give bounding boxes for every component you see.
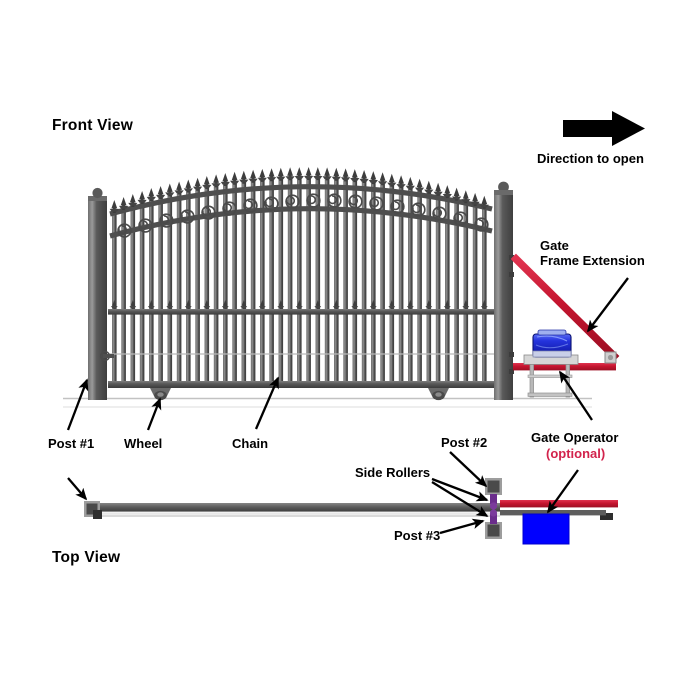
gate-mid-rail: [108, 309, 494, 315]
gate-frame-extension-label: Gate Frame Extension: [540, 238, 645, 269]
top-view-frame-extension: [500, 500, 618, 508]
post-1-top: [84, 501, 102, 519]
frame-extension-diagonal: [510, 253, 620, 362]
top-view-rail-endcap: [600, 513, 613, 520]
arrow-gate-operator-top: [547, 469, 579, 514]
top-view-gate-rail-edge: [96, 512, 500, 515]
post-1-front: [88, 187, 114, 400]
frame-extension-horizontal: [513, 363, 616, 371]
gate-arch-top-rail: [109, 184, 493, 217]
gate-frame-extension-line-1: Gate: [540, 238, 569, 253]
front-view-title: Front View: [52, 117, 133, 134]
side-roller-lower: [490, 514, 497, 524]
arrow-side-roller-2: [431, 481, 489, 517]
wheel-right: [428, 388, 449, 401]
front-view-group: [63, 167, 620, 408]
gate-operator-label: Gate Operator: [531, 430, 619, 445]
post-roller-cluster-top: [485, 478, 502, 539]
arrow-post3: [439, 518, 485, 535]
top-view-title: Top View: [52, 549, 121, 566]
gate-operator-optional-label: (optional): [546, 446, 606, 461]
wheel-label: Wheel: [124, 436, 163, 451]
side-roller-upper: [490, 494, 497, 504]
gate-bottom-rail: [108, 381, 494, 388]
arrow-wheel: [146, 397, 162, 431]
arrow-post1-top: [67, 477, 88, 501]
gate-wheels: [150, 388, 449, 401]
right-arrow-icon: [563, 111, 645, 146]
gate-pickets: [112, 178, 487, 388]
side-rollers-label: Side Rollers: [355, 465, 431, 480]
top-view-gate-rail: [96, 503, 500, 512]
wheel-left: [150, 388, 171, 401]
gate-leaf: [108, 167, 494, 388]
post-2-front: [494, 181, 514, 400]
arrow-post2: [449, 451, 488, 488]
callout-arrows: [66, 277, 629, 535]
arrow-chain: [254, 376, 280, 430]
post-2-label: Post #2: [441, 435, 488, 450]
post-1-label: Post #1: [48, 436, 95, 451]
arrow-side-roller-1: [431, 477, 489, 502]
gate-frame-extension: [510, 253, 620, 371]
gate-frame-extension-line-2: Frame Extension: [540, 252, 645, 268]
top-view-operator-box: [522, 513, 570, 545]
arrow-gate-operator-front: [559, 370, 593, 421]
chain-label: Chain: [232, 436, 269, 451]
arrow-frame-extension: [586, 277, 629, 333]
post-3-label: Post #3: [394, 528, 441, 543]
arrow-post1: [66, 378, 89, 431]
direction-to-open-label: Direction to open: [537, 151, 644, 166]
